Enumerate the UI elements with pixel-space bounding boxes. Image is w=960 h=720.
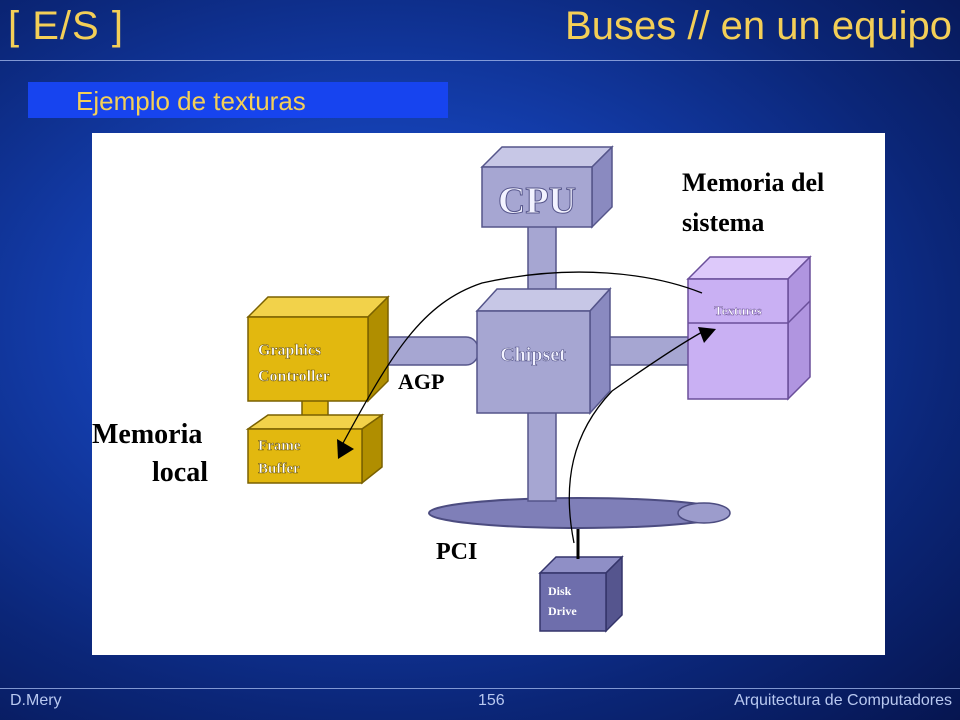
chipset-cube: Chipset bbox=[475, 287, 612, 415]
subtitle: Ejemplo de texturas bbox=[76, 86, 306, 116]
frame-buffer-label-line1: Frame bbox=[258, 438, 301, 454]
pci-bus bbox=[428, 497, 731, 529]
agp-label: AGP bbox=[398, 369, 444, 394]
local-memory-label-line1: Memoria bbox=[92, 419, 202, 450]
title-divider bbox=[0, 60, 960, 61]
textures-label: Textures bbox=[714, 303, 762, 318]
frame-buffer-arrow bbox=[337, 439, 354, 459]
section-tag: [ E/S ] bbox=[8, 4, 124, 48]
frame-buffer-cube: Frame Buffer bbox=[245, 413, 385, 485]
chipset-label: Chipset bbox=[500, 344, 566, 366]
graphics-controller-cube: Graphics Controller bbox=[246, 295, 390, 403]
disk-drive-cube: Disk Drive bbox=[538, 555, 624, 633]
graphics-label-line2: Controller bbox=[258, 368, 330, 385]
system-memory-label-line2: sistema bbox=[682, 208, 764, 237]
footer-page-number: 156 bbox=[478, 692, 505, 709]
local-memory-label-line2: local bbox=[152, 457, 208, 488]
disk-label-line1: Disk bbox=[548, 584, 572, 598]
disk-label-line2: Drive bbox=[548, 604, 577, 618]
textures-arrow bbox=[698, 327, 716, 343]
subtitle-bar bbox=[28, 82, 448, 118]
cpu-cube: CPU bbox=[480, 145, 614, 229]
footer-divider bbox=[0, 688, 960, 689]
diagram-panel: CPU Chipset Graphics Controller Frame Bu… bbox=[92, 133, 885, 655]
frame-buffer-label-line2: Buffer bbox=[258, 461, 300, 477]
pci-label: PCI bbox=[436, 539, 477, 565]
footer-course: Arquitectura de Computadores bbox=[734, 692, 952, 709]
footer-author: D.Mery bbox=[10, 692, 62, 709]
system-memory-cube: Textures bbox=[686, 255, 812, 401]
graphics-label-line1: Graphics bbox=[258, 342, 321, 359]
system-memory-label-line1: Memoria del bbox=[682, 168, 824, 197]
bus-diagram: CPU Chipset Graphics Controller Frame Bu… bbox=[92, 145, 824, 633]
cpu-label: CPU bbox=[498, 180, 576, 222]
pci-pipe bbox=[527, 410, 557, 502]
agp-texture-path bbox=[341, 271, 703, 446]
slide-title: Buses // en un equipo bbox=[565, 4, 952, 48]
disk-texture-path bbox=[568, 330, 705, 544]
